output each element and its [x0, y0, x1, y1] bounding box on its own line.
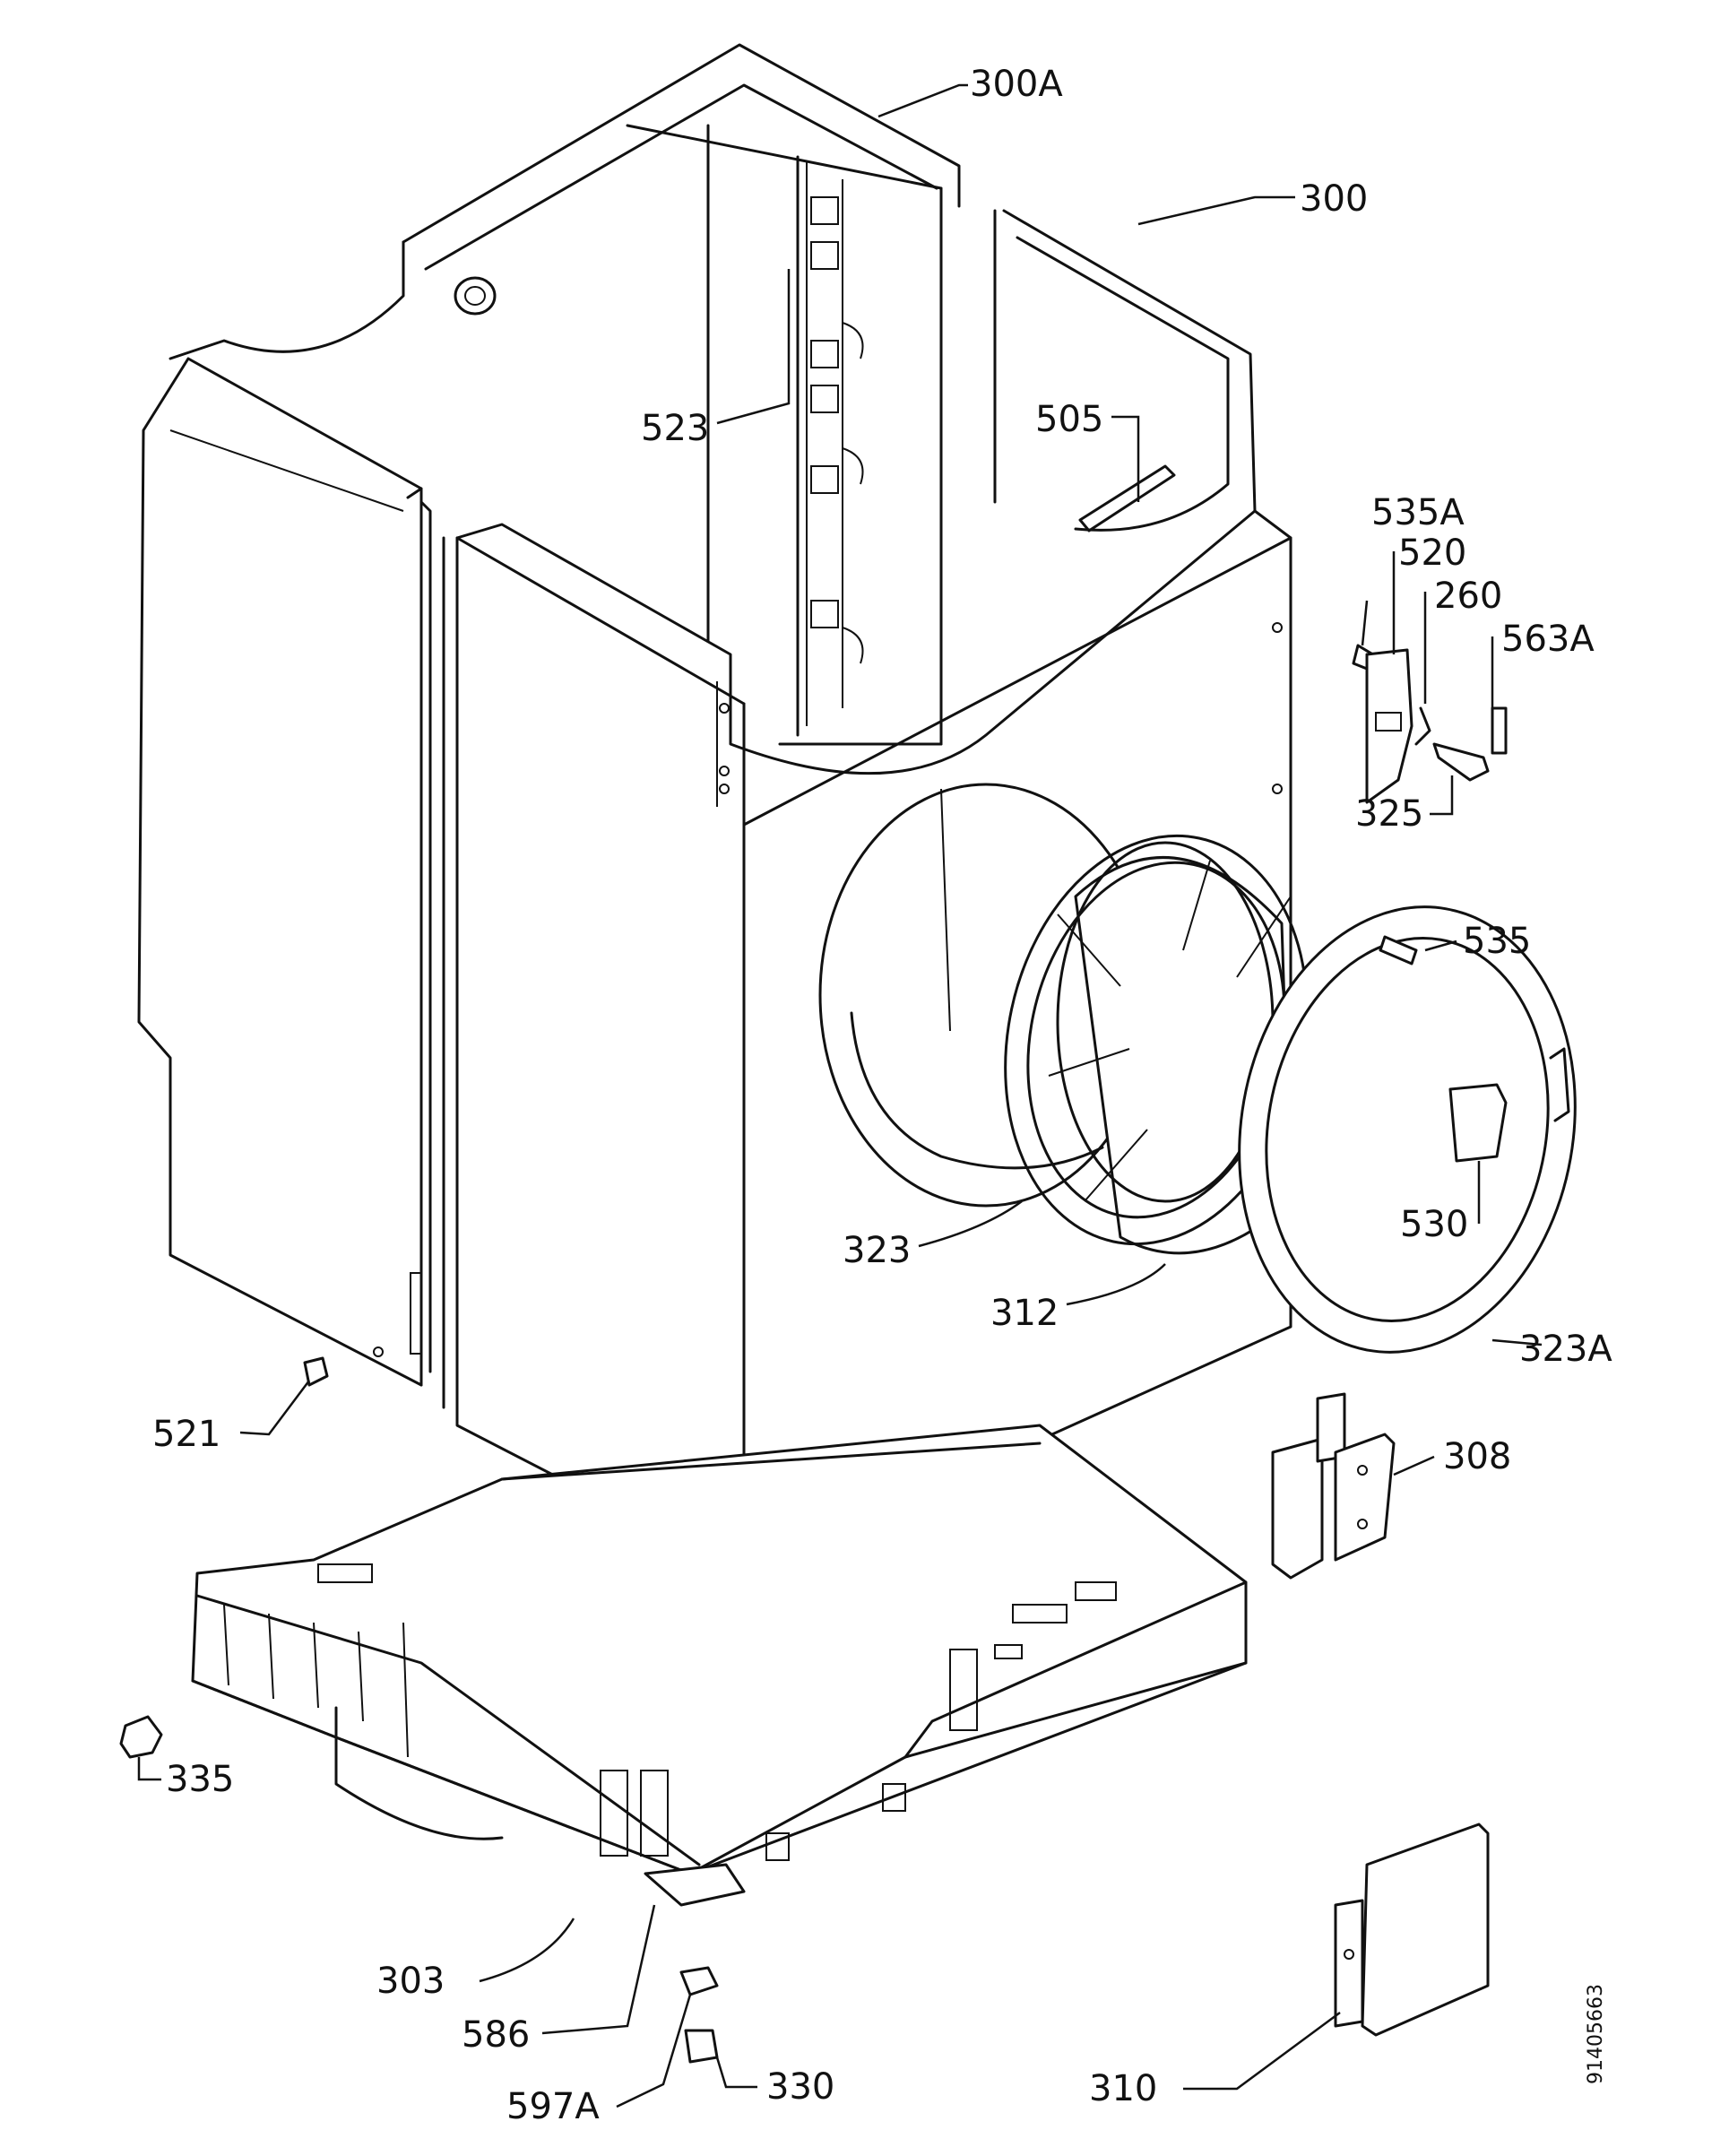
label-323: 323: [843, 1230, 912, 1271]
label-300A: 300A: [970, 64, 1063, 105]
label-303: 303: [376, 1961, 445, 2002]
label-323A: 323A: [1519, 1329, 1612, 1370]
label-330: 330: [766, 2066, 835, 2108]
rear-panel: [626, 124, 943, 746]
label-505: 505: [1035, 399, 1104, 440]
label-335: 335: [166, 1759, 235, 1800]
nut-335: [119, 1715, 163, 1759]
bracket-523-slots: [810, 196, 864, 664]
foot-assembly: [644, 1863, 746, 2064]
label-586: 586: [462, 2014, 531, 2056]
base-frame-303: [191, 1424, 1248, 1875]
label-535A: 535A: [1371, 492, 1465, 533]
hose-505: [1078, 464, 1176, 533]
label-535: 535: [1463, 921, 1532, 962]
lock-assembly: [1352, 644, 1508, 804]
hinge-308: [1271, 1392, 1396, 1580]
label-530: 530: [1400, 1204, 1469, 1245]
screw-521: [303, 1356, 329, 1387]
label-520: 520: [1398, 533, 1467, 574]
label-597A: 597A: [506, 2086, 600, 2127]
latch-530: [1448, 1083, 1508, 1163]
label-325: 325: [1355, 793, 1424, 835]
label-308: 308: [1443, 1436, 1512, 1477]
label-300: 300: [1300, 178, 1369, 220]
door-ring-323A: [1238, 905, 1577, 1354]
label-521: 521: [152, 1414, 221, 1455]
label-312: 312: [990, 1293, 1059, 1334]
label-563A: 563A: [1501, 619, 1595, 660]
pin-535: [1379, 935, 1418, 965]
leader-lines: [137, 83, 1543, 2108]
label-310: 310: [1089, 2068, 1158, 2109]
label-523: 523: [641, 408, 710, 449]
cover-plate-310: [1334, 1823, 1490, 2037]
left-side-panel: [137, 357, 432, 1387]
document-number: 91405663: [1585, 1984, 1607, 2084]
label-260: 260: [1434, 576, 1503, 617]
